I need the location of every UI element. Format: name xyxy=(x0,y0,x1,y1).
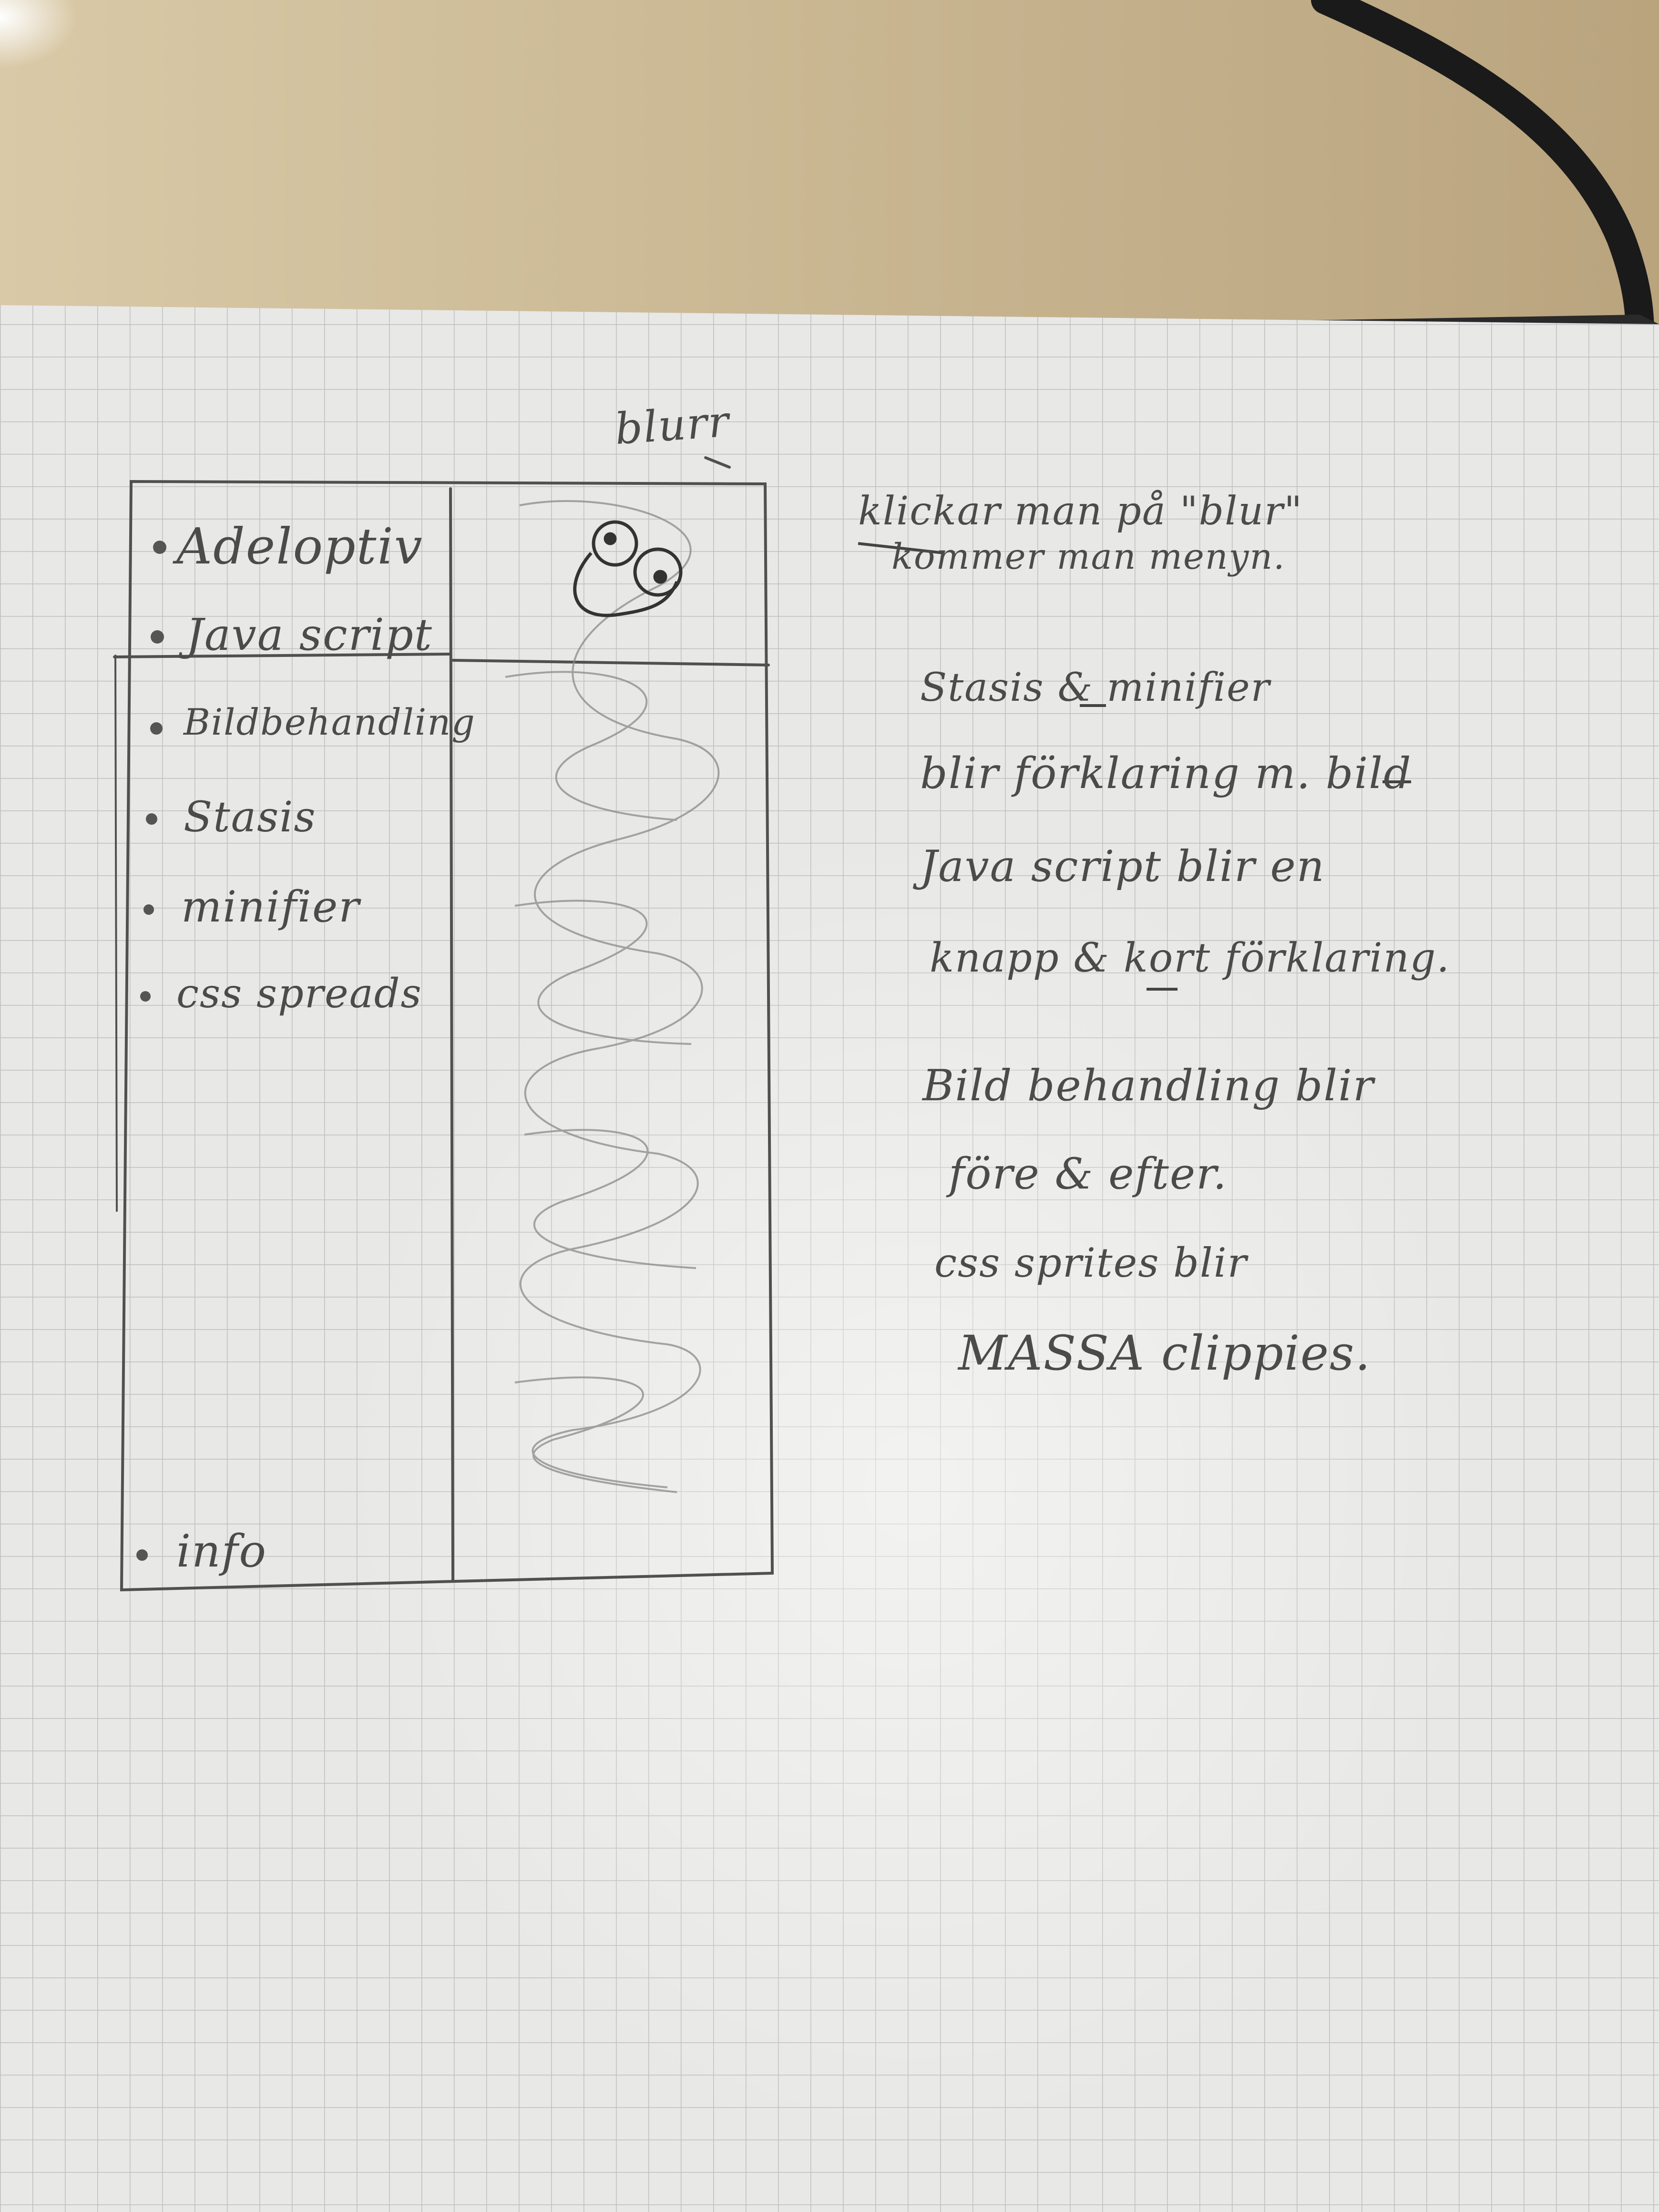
note-line-10: MASSA clippies. xyxy=(958,1325,1372,1381)
blur-header-label: blurr xyxy=(613,396,731,455)
note-line-9: css sprites blir xyxy=(934,1239,1248,1286)
light-glare xyxy=(0,305,1659,2212)
cable xyxy=(1311,0,1654,348)
note-line-4: blir förklaring m. bild xyxy=(920,748,1412,799)
lamp-glow xyxy=(0,0,429,286)
note-line-2: kommer man menyn. xyxy=(891,536,1286,577)
sidebar-bullets xyxy=(136,541,166,1561)
eye-icon xyxy=(573,520,683,617)
sidebar-item-bildbehandling: Bildbehandling xyxy=(184,701,476,743)
note-line-1: klickar man på "blur" xyxy=(858,489,1303,534)
note-underlines xyxy=(858,542,1411,991)
sidebar-item-adeloptiv: Adeloptiv xyxy=(176,517,423,575)
sidebar-item-javascript: Java script xyxy=(186,609,433,660)
wireframe-sketch xyxy=(113,456,774,1592)
sidebar-item-minifier: minifier xyxy=(181,882,360,932)
sidebar-item-css-spreads: css spreads xyxy=(176,970,422,1017)
sidebar-item-stasis: Stasis xyxy=(184,792,317,841)
note-line-7: Bild behandling blir xyxy=(922,1061,1374,1111)
sidebar-item-info: info xyxy=(176,1526,267,1577)
note-line-5: Java script blir en xyxy=(920,841,1325,891)
note-line-6: knapp & kort förklaring. xyxy=(930,934,1451,981)
note-line-8: före & efter. xyxy=(949,1149,1228,1199)
note-line-3: Stasis & minifier xyxy=(920,665,1270,710)
content-scribble xyxy=(505,500,720,1493)
